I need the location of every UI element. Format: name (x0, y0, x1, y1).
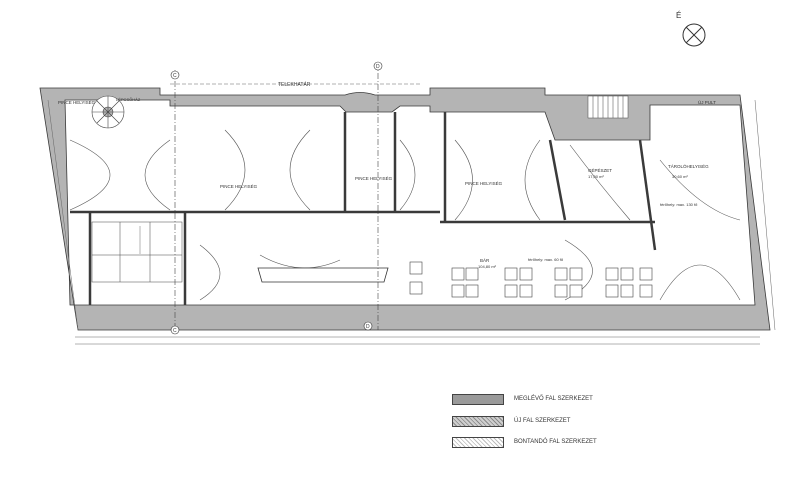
section-markers: C D C D (170, 61, 383, 335)
room-label-pince-2: PINCE HELYISÉG (355, 175, 393, 181)
legend-swatch-new (452, 416, 504, 427)
right-staircase (587, 95, 629, 119)
tables (409, 261, 653, 298)
legend-item-new: ÚJ FAL SZERKEZET (452, 416, 592, 430)
section-marker-d-top: D (376, 64, 380, 70)
bar-counter (257, 267, 389, 283)
section-marker-c-top: C (173, 73, 177, 79)
legend-label-existing: MEGLÉVŐ FAL SZERKEZET (514, 396, 593, 402)
vault-lines (69, 129, 741, 301)
legend-swatch-demolish (452, 437, 504, 448)
room-label-ferohely-2: férőhely: max. 130 fő (660, 202, 698, 207)
outer-wall (39, 87, 771, 331)
section-lines (174, 62, 379, 330)
north-arrow-icon: É (676, 11, 706, 47)
room-label-gepeszet: GÉPÉSZET (588, 167, 612, 173)
legend-item-existing: MEGLÉVŐ FAL SZERKEZET (452, 394, 593, 408)
spiral-staircase (91, 95, 125, 129)
room-label-pince-3: PINCE HELYISÉG (465, 180, 503, 186)
room-label-pince-1: PINCE HELYISÉG (220, 183, 258, 189)
room-label-tarolo: TÁROLÓHELYISÉG (668, 163, 709, 169)
room-label-gepeszet-area: 17,00 m² (588, 174, 604, 179)
room-label-uj-pult: ÚJ PULT (698, 99, 716, 105)
room-label-pince-4: PINCE HELYISÉG (58, 99, 96, 105)
restroom-block (91, 221, 183, 283)
legend-swatch-existing (452, 394, 504, 405)
legend-label-new: ÚJ FAL SZERKEZET (514, 418, 571, 424)
room-label-ferohely-1: férőhely: max. 60 fő (528, 257, 564, 262)
legend-item-demolish: BONTANDÓ FAL SZERKEZET (452, 437, 597, 451)
section-marker-c-bottom: C (173, 328, 177, 334)
dimension-lines (47, 99, 776, 345)
legend-label-demolish: BONTANDÓ FAL SZERKEZET (514, 439, 597, 445)
interior-walls (70, 112, 657, 305)
section-marker-d-bottom: D (366, 324, 370, 330)
room-label-bar: BÁR (480, 257, 490, 263)
room-label-lepcsohaz: LÉPCSŐHÁZ (116, 97, 141, 102)
room-label-bar-area: 104,80 m² (478, 264, 497, 269)
boundary-label: TELEKHATÁR (278, 81, 311, 88)
room-label-tarolo-area: 30,60 m² (672, 174, 688, 179)
north-label: É (676, 11, 681, 20)
